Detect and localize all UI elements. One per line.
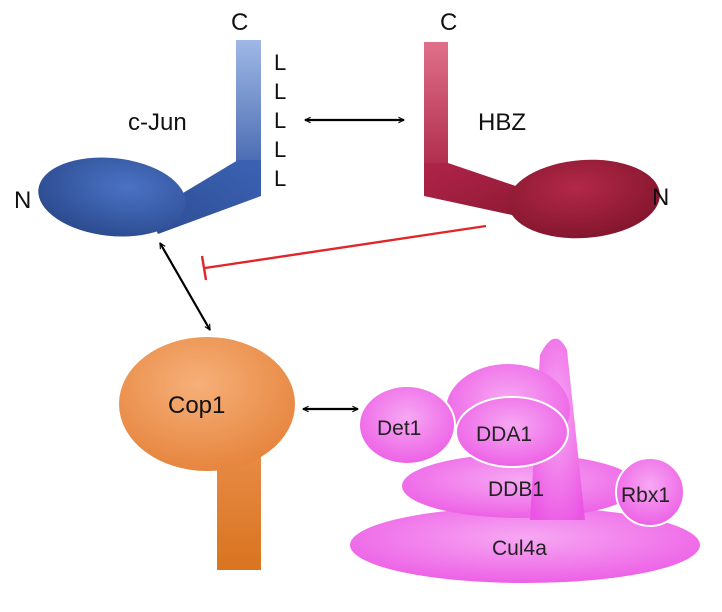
cop1-label: Cop1 (168, 392, 225, 419)
cul4-ligase-complex (350, 338, 700, 583)
cul4a-label: Cul4a (492, 537, 547, 560)
leucine-zipper-letters: L L L L L (274, 50, 286, 191)
cjun-cop1-interaction-arrow (159, 243, 211, 330)
cop1-protein (119, 337, 295, 570)
hbz-c-terminus-label: C (440, 9, 457, 36)
hbz-inhibition-line (200, 224, 487, 281)
leucine-l-2: L (274, 79, 286, 104)
ddb1-label: DDB1 (488, 478, 544, 501)
dda1-label: DDA1 (476, 423, 532, 446)
cjun-c-terminus-label: C (231, 9, 248, 36)
rbx1-subunit (615, 457, 685, 527)
leucine-l-1: L (274, 50, 286, 75)
dda1-front (455, 396, 569, 468)
leucine-l-3: L (274, 108, 286, 133)
cjun-protein (38, 40, 261, 237)
det1-subunit (358, 385, 456, 465)
cjun-n-terminus-label: N (14, 187, 31, 214)
cjun-label: c-Jun (128, 109, 187, 136)
hbz-protein (424, 42, 660, 239)
inhibition-line-shaft (204, 224, 487, 270)
rbx1-label: Rbx1 (621, 484, 670, 507)
cjun-n-terminal-domain (38, 157, 186, 237)
hbz-label: HBZ (478, 109, 526, 136)
det1-label: Det1 (377, 417, 421, 440)
hbz-n-terminal-domain (508, 159, 660, 239)
inhibition-bar (200, 255, 208, 281)
cop1-head (119, 337, 295, 471)
leucine-l-4: L (274, 137, 286, 162)
hbz-n-terminus-label: N (652, 184, 669, 211)
cul4a-subunit (350, 507, 700, 583)
leucine-l-5: L (274, 166, 286, 191)
